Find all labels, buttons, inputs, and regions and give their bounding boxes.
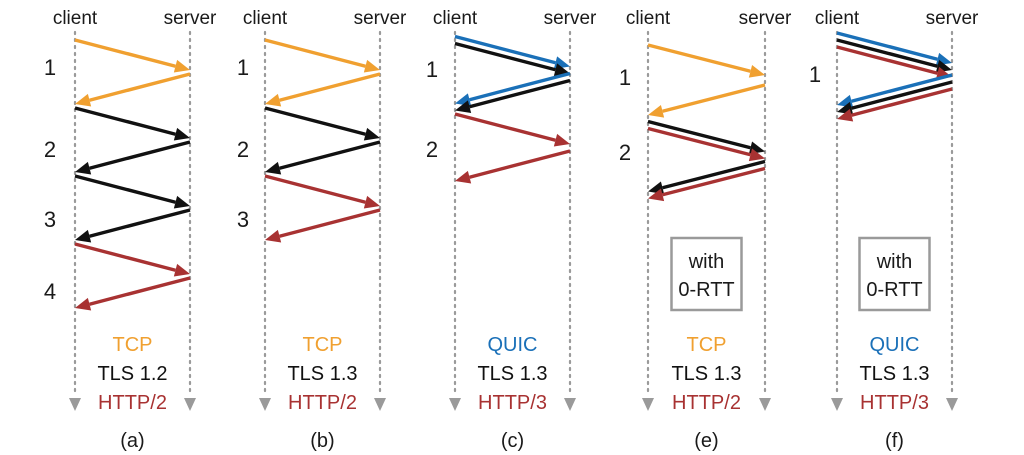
round-trip-number: 2 <box>619 140 631 165</box>
tcp-message-arrow <box>74 38 190 73</box>
server-timeline-arrowhead <box>374 398 386 411</box>
note-line: with <box>688 251 725 273</box>
panel-caption: (c) <box>501 430 524 452</box>
http-message-arrow <box>647 126 765 162</box>
tls-message-arrow <box>648 159 766 195</box>
tls-message-arrow <box>74 174 190 209</box>
server-timeline-arrowhead <box>946 398 958 411</box>
round-trip-number: 1 <box>809 62 821 87</box>
transport-label: QUIC <box>488 334 538 356</box>
panel-caption: (a) <box>120 430 144 452</box>
transport-label: TCP <box>113 334 153 356</box>
http-message-arrow <box>74 242 190 277</box>
http-message-arrow <box>454 112 570 147</box>
client-timeline-arrowhead <box>69 398 81 411</box>
round-trip-number: 2 <box>237 137 249 162</box>
http-label: HTTP/3 <box>860 392 929 414</box>
server-label: server <box>544 8 597 29</box>
tls-label: TLS 1.3 <box>671 363 741 385</box>
client-timeline-arrowhead <box>831 398 843 411</box>
tls-message-arrow <box>74 106 190 141</box>
http-message-arrow <box>837 87 953 122</box>
http-message-arrow <box>265 208 381 243</box>
tcp-message-arrow <box>75 72 191 107</box>
http-label: HTTP/2 <box>672 392 741 414</box>
client-timeline-arrowhead <box>449 398 461 411</box>
server-label: server <box>926 8 979 29</box>
quic-message-arrow <box>455 71 571 107</box>
server-label: server <box>164 8 217 29</box>
tls-message-arrow <box>75 140 191 175</box>
tls-label: TLS 1.3 <box>477 363 547 385</box>
client-label: client <box>626 8 671 29</box>
note-line: 0-RTT <box>678 279 734 301</box>
http-message-arrow <box>264 174 380 209</box>
round-trip-number: 2 <box>44 137 56 162</box>
zero-rtt-note: with 0-RTT <box>858 236 931 312</box>
round-trip-number: 3 <box>237 207 249 232</box>
tls-message-arrow <box>454 41 570 77</box>
round-trip-number: 1 <box>237 55 249 80</box>
tls-message-arrow <box>647 119 765 155</box>
transport-label: TCP <box>687 334 727 356</box>
tls-message-arrow <box>837 80 953 115</box>
round-trip-number: 1 <box>44 55 56 80</box>
server-timeline-arrowhead <box>564 398 576 411</box>
panel-caption: (e) <box>694 430 718 452</box>
transport-label: TCP <box>303 334 343 356</box>
tls-message-arrow <box>265 140 381 175</box>
server-label: server <box>354 8 407 29</box>
server-timeline-arrowhead <box>184 398 196 411</box>
client-label: client <box>243 8 288 29</box>
server-timeline-arrowhead <box>759 398 771 411</box>
tls-message-arrow <box>455 78 571 114</box>
quic-message-arrow <box>454 34 570 70</box>
tls-label: TLS 1.3 <box>859 363 929 385</box>
tls-label: TLS 1.3 <box>287 363 357 385</box>
http-message-arrow <box>75 276 191 311</box>
round-trip-number: 3 <box>44 207 56 232</box>
http-message-arrow <box>648 166 766 202</box>
transport-label: QUIC <box>870 334 920 356</box>
tcp-message-arrow <box>648 83 766 118</box>
client-timeline-arrowhead <box>259 398 271 411</box>
tcp-message-arrow <box>264 38 380 73</box>
round-trip-number: 1 <box>619 65 631 90</box>
client-timeline-arrowhead <box>642 398 654 411</box>
panel-caption: (b) <box>310 430 334 452</box>
round-trip-number: 2 <box>426 137 438 162</box>
server-label: server <box>739 8 792 29</box>
http-label: HTTP/2 <box>288 392 357 414</box>
tls-message-arrow <box>264 106 380 141</box>
note-line: with <box>876 251 913 273</box>
http-label: HTTP/3 <box>478 392 547 414</box>
tls-message-arrow <box>75 208 191 243</box>
client-label: client <box>53 8 98 29</box>
zero-rtt-note: with 0-RTT <box>670 236 743 312</box>
tls-message-arrow <box>836 38 952 73</box>
tcp-message-arrow <box>265 72 381 107</box>
panel-caption: (f) <box>885 430 904 452</box>
round-trip-number: 1 <box>426 57 438 82</box>
http-label: HTTP/2 <box>98 392 167 414</box>
client-label: client <box>433 8 478 29</box>
http-message-arrow <box>455 149 571 184</box>
http-message-arrow <box>836 45 952 80</box>
tls-label: TLS 1.2 <box>97 363 167 385</box>
tcp-message-arrow <box>647 43 765 78</box>
round-trip-number: 4 <box>44 279 56 304</box>
note-line: 0-RTT <box>866 279 922 301</box>
client-label: client <box>815 8 860 29</box>
